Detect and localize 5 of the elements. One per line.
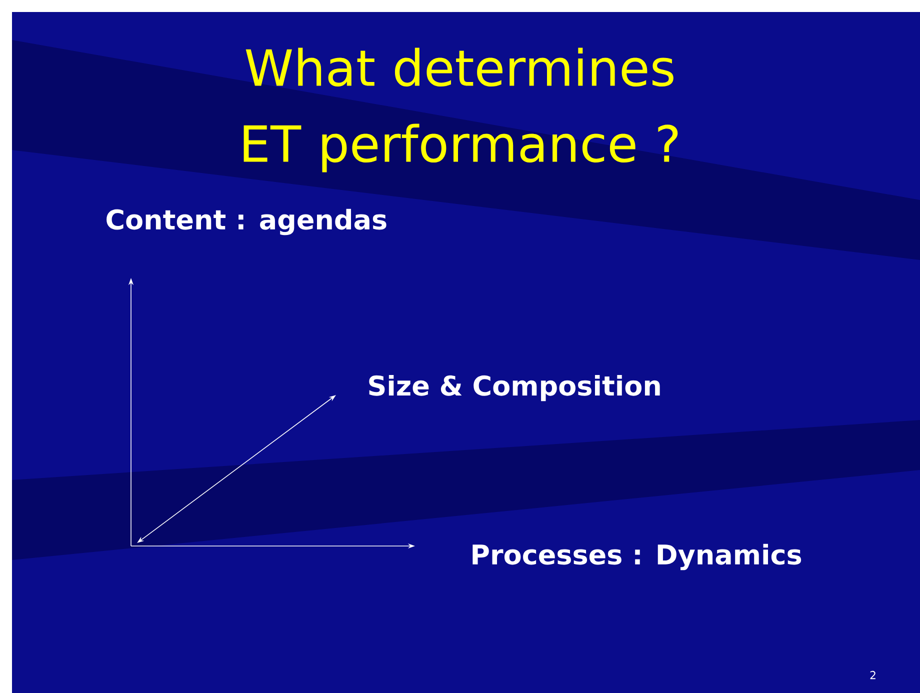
axis-label: Size & Composition — [369, 374, 660, 402]
axis-label: Content : agendas — [106, 208, 386, 236]
axis-label: Processes : Dynamics — [472, 544, 802, 570]
page-number: 2 — [870, 670, 876, 680]
title: What determines ET performance ? — [244, 48, 678, 172]
